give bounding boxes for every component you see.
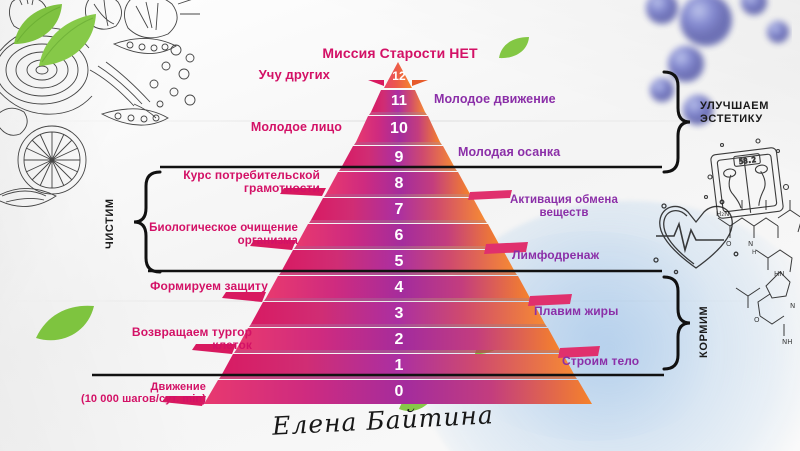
level-label-left: Курс потребительской грамотности — [183, 168, 320, 196]
level-label-left: Учу других — [258, 67, 330, 82]
level-number: 12 — [392, 69, 406, 83]
level-number: 9 — [394, 149, 404, 166]
green-leaf-icon — [14, 4, 62, 44]
chemical-structure-sketch: H₂N O N H HN N O NH — [716, 200, 800, 346]
level-number: 10 — [390, 120, 408, 137]
green-leaf-icon — [36, 305, 94, 341]
svg-text:N: N — [748, 240, 753, 248]
level-number: 7 — [394, 201, 404, 218]
level-label-right: Активация обмена веществ — [510, 194, 618, 219]
level-label-left: Биологическое очищение организма — [149, 222, 298, 247]
svg-text:NH: NH — [782, 338, 793, 346]
svg-text:N: N — [790, 302, 795, 310]
level-number: 3 — [394, 305, 404, 322]
level-label-left: Движение (10 000 шагов/сут. min) — [80, 381, 206, 406]
svg-text:O: O — [726, 240, 732, 248]
level-label-left: Возвращаем тургор клеток — [131, 325, 252, 353]
level-label-left: Молодое лицо — [250, 120, 342, 134]
level-label-right: Лимфодренаж — [512, 248, 600, 262]
svg-text:HN: HN — [774, 270, 785, 278]
group-label-feeding: КОРМИМ — [698, 305, 710, 359]
svg-text:58.2: 58.2 — [739, 156, 757, 166]
svg-text:H₂N: H₂N — [716, 210, 729, 218]
level-number: 4 — [394, 279, 404, 296]
group-label-aesthetics: УЛУЧШАЕМ ЭСТЕТИКУ — [700, 100, 770, 125]
level-label-right: Молодая осанка — [458, 145, 561, 159]
green-leaf-icon — [39, 14, 96, 66]
group-label-cleaning: ЧИСТИМ — [104, 198, 116, 250]
level-number: 0 — [394, 383, 404, 400]
level-label-right: Молодое движение — [434, 92, 556, 106]
level-label-right: Плавим жиры — [534, 304, 619, 318]
level-label-left: Формируем защиту — [150, 279, 268, 293]
molecule-sketch-art — [646, 0, 789, 125]
level-number: 2 — [394, 331, 404, 348]
bathroom-scale-sketch: 58.2 — [703, 138, 790, 219]
svg-text:O: O — [754, 316, 760, 324]
level-number: 1 — [394, 357, 404, 374]
svg-text:H: H — [752, 249, 757, 256]
level-number: 5 — [394, 253, 404, 270]
poster-title: Миссия Старости НЕТ — [322, 45, 478, 61]
level-number: 11 — [390, 92, 408, 109]
green-leaf-icon — [499, 37, 529, 59]
level-number: 6 — [394, 227, 404, 244]
level-label-right: Строим тело — [562, 354, 640, 368]
level-number: 8 — [394, 175, 404, 192]
